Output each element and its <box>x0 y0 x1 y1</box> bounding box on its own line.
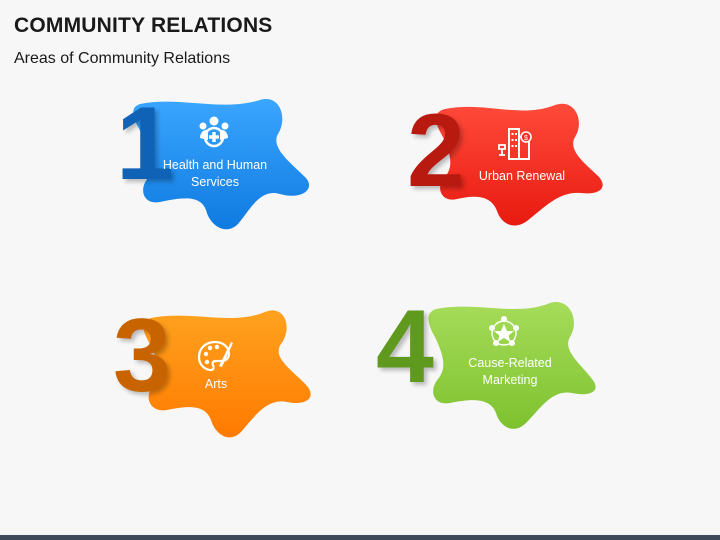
art-palette-icon <box>197 340 233 372</box>
area-card-1: 1 Health and Human Services <box>110 90 330 240</box>
area-4-number: 4 <box>376 289 434 405</box>
area-1-number: 1 <box>116 86 174 202</box>
area-1-blob-shape <box>133 99 310 230</box>
area-4-label: Cause-Related Marketing <box>468 356 552 387</box>
area-card-4: 4 Cause-Related Marketing <box>376 295 620 445</box>
svg-text:$: $ <box>524 135 528 142</box>
area-4-blob-fill <box>428 302 596 429</box>
area-1-label: Health and Human Services <box>162 158 268 189</box>
community-star-icon <box>489 316 519 346</box>
area-card-2: 2 $ Urban Renewal <box>405 95 625 245</box>
page-title: COMMUNITY RELATIONS <box>14 14 273 37</box>
health-services-icon <box>199 116 229 148</box>
area-card-3: 3 Arts <box>113 298 335 450</box>
page-subtitle: Areas of Community Relations <box>14 50 231 67</box>
area-2-number: 2 <box>407 93 465 209</box>
area-4-blob-shape <box>428 302 596 429</box>
area-1-blob-fill <box>133 99 310 230</box>
area-2-blob-shape <box>435 103 603 226</box>
area-2-label: Urban Renewal <box>478 169 566 183</box>
urban-building-icon: $ <box>498 128 532 160</box>
footer-bar <box>0 535 720 540</box>
area-3-label: Arts <box>204 377 228 391</box>
area-3-blob-fill <box>143 310 311 438</box>
area-2-blob-fill <box>435 103 603 226</box>
area-3-number: 3 <box>113 298 171 414</box>
area-3-blob-shape <box>143 310 311 438</box>
